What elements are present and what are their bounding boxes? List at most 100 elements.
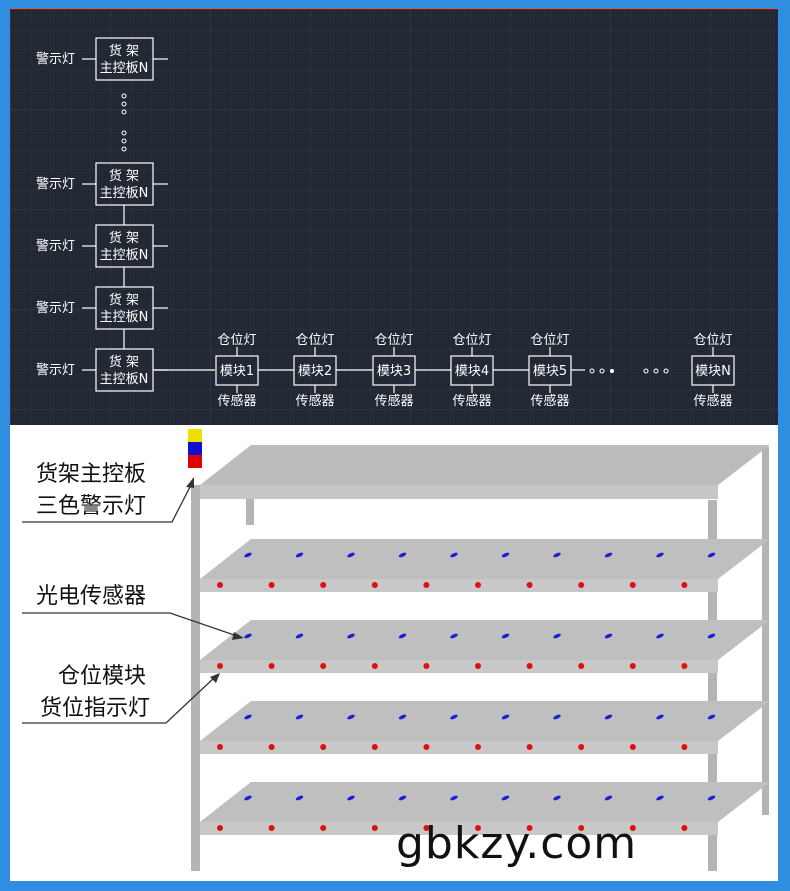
warning-light-label: 警示灯	[36, 176, 75, 192]
controller-label-line2: 主控板N	[100, 310, 149, 325]
back-right-upright	[762, 447, 769, 815]
bin-indicator-light	[423, 825, 430, 831]
photoelectric-sensor	[553, 633, 561, 639]
photoelectric-sensor	[707, 633, 716, 639]
photoelectric-sensor	[347, 552, 355, 558]
controller-label-line1: 货 架	[109, 292, 139, 308]
photoelectric-sensor	[604, 714, 613, 720]
bin-indicator-light	[371, 663, 378, 669]
bin-indicator-light	[578, 744, 585, 750]
bin-indicator-light	[268, 825, 275, 831]
photoelectric-sensor	[347, 795, 355, 801]
bin-indicator-light	[320, 582, 327, 588]
bin-indicator-light	[217, 744, 223, 750]
horizontal-ellipsis	[589, 368, 669, 374]
bin-indicator-light	[681, 744, 688, 750]
shelf-board	[200, 620, 770, 660]
bin-indicator-light	[681, 582, 688, 588]
photoelectric-sensor	[604, 795, 613, 801]
bin-indicator-light	[371, 582, 378, 588]
photoelectric-sensor	[398, 633, 407, 639]
photoelectric-sensor	[707, 552, 716, 558]
top-board	[200, 445, 770, 485]
module-label: 模块2	[298, 364, 332, 379]
bin-indicator-light	[371, 825, 378, 831]
photoelectric-sensor	[656, 633, 664, 639]
photoelectric-sensor	[244, 795, 252, 801]
shelf-illustration: 货架主控板 三色警示灯 光电传感器 仓位模块 货位指示灯	[10, 425, 778, 881]
label-controller-line2: 三色警示灯	[36, 494, 146, 519]
bin-indicator-light	[320, 663, 327, 669]
controller-label-line1: 货 架	[109, 354, 139, 370]
label-module-line2: 货位指示灯	[40, 696, 150, 721]
photoelectric-sensor	[450, 633, 458, 639]
arrow-sensor-icon	[232, 632, 244, 640]
bin-indicator-light	[423, 744, 430, 750]
leader-arrowheads	[186, 477, 244, 683]
controller-label-line2: 主控板N	[100, 61, 149, 76]
bin-indicator-light	[268, 744, 275, 750]
bin-light-label: 仓位灯	[693, 333, 732, 348]
shelf-board-edge	[200, 822, 718, 835]
photoelectric-sensor	[244, 714, 252, 720]
module-label: 模块4	[455, 364, 489, 379]
bin-indicator-light	[475, 663, 481, 669]
bin-indicator-light	[578, 582, 585, 588]
shelf-board-edge	[200, 660, 718, 673]
controller-label-line2: 主控板N	[100, 248, 149, 263]
front-right-upright	[708, 500, 717, 871]
warning-light-label: 警示灯	[36, 362, 75, 378]
module-label: 模块3	[377, 364, 411, 379]
shelf-level	[200, 539, 770, 592]
warning-light-label: 警示灯	[36, 51, 75, 67]
bin-light-label: 仓位灯	[530, 333, 569, 348]
bin-indicator-light	[629, 663, 636, 669]
photoelectric-sensor	[553, 552, 561, 558]
controller-label-line1: 货 架	[109, 168, 139, 184]
bin-indicator-light	[423, 663, 430, 669]
bin-indicator-light	[629, 744, 636, 750]
sensor-label: 传感器	[693, 393, 732, 409]
tower-light-blue	[188, 442, 202, 455]
photoelectric-sensor	[295, 714, 304, 720]
photoelectric-sensor	[398, 552, 407, 558]
bin-indicator-light	[578, 663, 585, 669]
controller-label-line1: 货 架	[109, 43, 139, 59]
photoelectric-sensor	[501, 714, 510, 720]
watermark: gbkzy.com	[396, 818, 638, 869]
photoelectric-sensor	[501, 552, 510, 558]
photoelectric-sensor	[604, 552, 613, 558]
bin-indicator-light	[475, 582, 481, 588]
bin-indicator-light	[423, 582, 430, 588]
warning-light-label: 警示灯	[36, 300, 75, 316]
shelf-canvas: 货架主控板 三色警示灯 光电传感器 仓位模块 货位指示灯	[22, 429, 770, 871]
photoelectric-sensor	[707, 714, 716, 720]
arrow-controller-icon	[186, 477, 194, 488]
shelf-levels	[200, 445, 770, 835]
photoelectric-sensor	[347, 633, 355, 639]
arrow-module-icon	[210, 673, 220, 683]
label-sensor: 光电传感器	[36, 584, 146, 609]
bin-indicator-light	[217, 663, 223, 669]
label-module-line1: 仓位模块	[58, 664, 146, 689]
photoelectric-sensor	[553, 795, 561, 801]
front-left-upright	[191, 485, 200, 871]
bin-indicator-light	[320, 825, 327, 831]
photoelectric-sensor	[295, 795, 304, 801]
photoelectric-sensor	[347, 714, 355, 720]
module-label: 模块5	[533, 364, 567, 379]
bin-indicator-light	[268, 663, 275, 669]
photoelectric-sensor	[707, 795, 716, 801]
controller-label-line1: 货 架	[109, 230, 139, 246]
shelf-board	[200, 701, 770, 741]
module-label: 模块1	[220, 364, 254, 379]
bin-light-label: 仓位灯	[452, 333, 491, 348]
